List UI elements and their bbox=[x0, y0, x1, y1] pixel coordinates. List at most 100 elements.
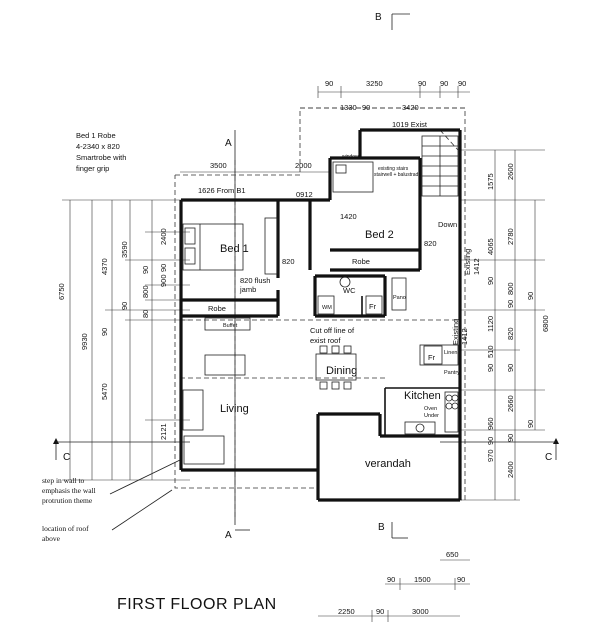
svg-text:90: 90 bbox=[506, 300, 515, 308]
svg-text:90: 90 bbox=[457, 575, 465, 584]
right-dimension-lines: 1575 4065 90 1120 510 90 960 90 970 2600… bbox=[460, 149, 550, 501]
svg-text:1019 Exist: 1019 Exist bbox=[392, 120, 428, 129]
svg-text:90: 90 bbox=[506, 364, 515, 372]
section-mark-c-left: C bbox=[53, 438, 190, 463]
svg-text:800: 800 bbox=[506, 282, 515, 295]
svg-text:820: 820 bbox=[424, 239, 437, 248]
svg-text:1120: 1120 bbox=[486, 316, 495, 332]
section-mark-a-bottom: A bbox=[225, 529, 250, 541]
svg-text:1330: 1330 bbox=[340, 103, 357, 112]
room-robe-b1: Robe bbox=[208, 304, 226, 313]
plan-notes: Bed 1 Robe 4-2340 x 820 Smartrobe with f… bbox=[76, 120, 481, 419]
room-wc: WC bbox=[343, 286, 356, 295]
annotation-step-in: step in wall to emphasis the wall protru… bbox=[42, 459, 181, 505]
svg-text:2400: 2400 bbox=[159, 228, 168, 245]
svg-text:A: A bbox=[225, 138, 232, 149]
svg-text:Buffet: Buffet bbox=[223, 323, 238, 329]
svg-text:820: 820 bbox=[506, 327, 515, 340]
bottom-dimension-lines: 650 90 1500 90 2250 90 3000 bbox=[318, 550, 470, 622]
svg-text:3250: 3250 bbox=[366, 79, 383, 88]
svg-text:510: 510 bbox=[486, 345, 495, 358]
svg-text:90: 90 bbox=[486, 277, 495, 285]
svg-text:Existing 1412: Existing 1412 bbox=[451, 317, 469, 345]
svg-text:Down: Down bbox=[438, 220, 457, 229]
svg-text:Pano: Pano bbox=[393, 295, 406, 301]
svg-text:650: 650 bbox=[446, 550, 459, 559]
svg-text:90: 90 bbox=[506, 434, 515, 442]
room-verandah: verandah bbox=[365, 458, 411, 470]
svg-text:90: 90 bbox=[526, 292, 535, 300]
svg-text:9930: 9930 bbox=[80, 333, 89, 350]
svg-text:Existing 1412: Existing 1412 bbox=[463, 247, 481, 275]
svg-text:B: B bbox=[375, 12, 382, 23]
svg-text:820: 820 bbox=[282, 257, 295, 266]
robe-note: Bed 1 Robe 4-2340 x 820 Smartrobe with f… bbox=[76, 131, 129, 173]
svg-text:2660: 2660 bbox=[506, 395, 515, 412]
svg-text:3420: 3420 bbox=[402, 103, 419, 112]
svg-text:90: 90 bbox=[387, 575, 395, 584]
svg-text:80: 80 bbox=[141, 310, 150, 318]
svg-text:2600: 2600 bbox=[506, 163, 515, 180]
plan-title: FIRST FLOOR PLAN bbox=[117, 596, 277, 613]
room-bed2: Bed 2 bbox=[365, 229, 394, 241]
furniture bbox=[182, 161, 459, 465]
svg-text:step in wall to emphasis: step in wall to emphasis the wall protru… bbox=[42, 476, 98, 505]
annotation-roof: location of roof above bbox=[42, 489, 173, 543]
svg-text:90: 90 bbox=[526, 420, 535, 428]
section-mark-b-bottom: B bbox=[378, 522, 408, 539]
svg-text:2121: 2121 bbox=[159, 423, 168, 440]
svg-text:90: 90 bbox=[440, 79, 448, 88]
svg-text:90: 90 bbox=[376, 607, 384, 616]
room-dining: Dining bbox=[326, 365, 357, 377]
svg-text:existing stairs stairwel: existing stairs stairwell + balustrade bbox=[374, 166, 421, 178]
svg-text:2400: 2400 bbox=[506, 461, 515, 478]
section-mark-c-right: C bbox=[440, 438, 559, 463]
svg-text:3500: 3500 bbox=[210, 161, 227, 170]
left-dimension-lines: 6750 9930 4370 90 5470 3590 90 800 90 80… bbox=[57, 199, 190, 481]
section-mark-b-top: B bbox=[375, 12, 410, 30]
svg-text:90: 90 bbox=[159, 264, 168, 272]
svg-text:1500: 1500 bbox=[414, 575, 431, 584]
svg-text:4065: 4065 bbox=[486, 238, 495, 255]
svg-text:Pantry: Pantry bbox=[444, 370, 460, 376]
room-labels: Bed 1 Bed 2 Robe Robe WC Dining Living K… bbox=[208, 229, 441, 470]
svg-text:location of roof above: location of roof above bbox=[42, 524, 91, 543]
walls bbox=[179, 128, 462, 502]
svg-text:4370: 4370 bbox=[100, 258, 109, 275]
svg-text:B: B bbox=[378, 522, 385, 533]
svg-text:2780: 2780 bbox=[506, 228, 515, 245]
svg-text:C: C bbox=[63, 452, 70, 463]
svg-text:90: 90 bbox=[141, 266, 150, 274]
svg-text:6800: 6800 bbox=[541, 315, 550, 332]
svg-text:90: 90 bbox=[486, 364, 495, 372]
svg-text:2250: 2250 bbox=[338, 607, 355, 616]
svg-text:1575: 1575 bbox=[486, 173, 495, 190]
svg-text:Linen: Linen bbox=[444, 350, 457, 356]
svg-text:800: 800 bbox=[141, 285, 150, 298]
svg-text:90: 90 bbox=[458, 79, 466, 88]
svg-text:90: 90 bbox=[120, 302, 129, 310]
svg-text:Oven Under: Oven Under bbox=[424, 406, 439, 419]
svg-text:C: C bbox=[545, 452, 552, 463]
svg-text:A: A bbox=[225, 530, 232, 541]
svg-text:820 flush jamb: 820 flush jamb bbox=[239, 276, 273, 294]
svg-text:2000: 2000 bbox=[295, 161, 312, 170]
svg-text:90: 90 bbox=[486, 437, 495, 445]
svg-text:3590: 3590 bbox=[120, 241, 129, 258]
svg-text:Fr: Fr bbox=[428, 353, 436, 362]
svg-text:900: 900 bbox=[159, 274, 168, 287]
roof-outline bbox=[174, 107, 466, 520]
svg-text:0912: 0912 bbox=[296, 190, 313, 199]
room-kitchen: Kitchen bbox=[404, 390, 441, 402]
svg-text:90: 90 bbox=[325, 79, 333, 88]
svg-text:90: 90 bbox=[100, 328, 109, 336]
room-robe-b2: Robe bbox=[352, 257, 370, 266]
svg-text:90: 90 bbox=[362, 103, 370, 112]
svg-text:6750: 6750 bbox=[57, 283, 66, 300]
svg-text:90: 90 bbox=[418, 79, 426, 88]
svg-text:5470: 5470 bbox=[100, 383, 109, 400]
svg-text:window: window bbox=[342, 154, 359, 160]
svg-text:3000: 3000 bbox=[412, 607, 429, 616]
svg-text:960: 960 bbox=[486, 417, 495, 430]
